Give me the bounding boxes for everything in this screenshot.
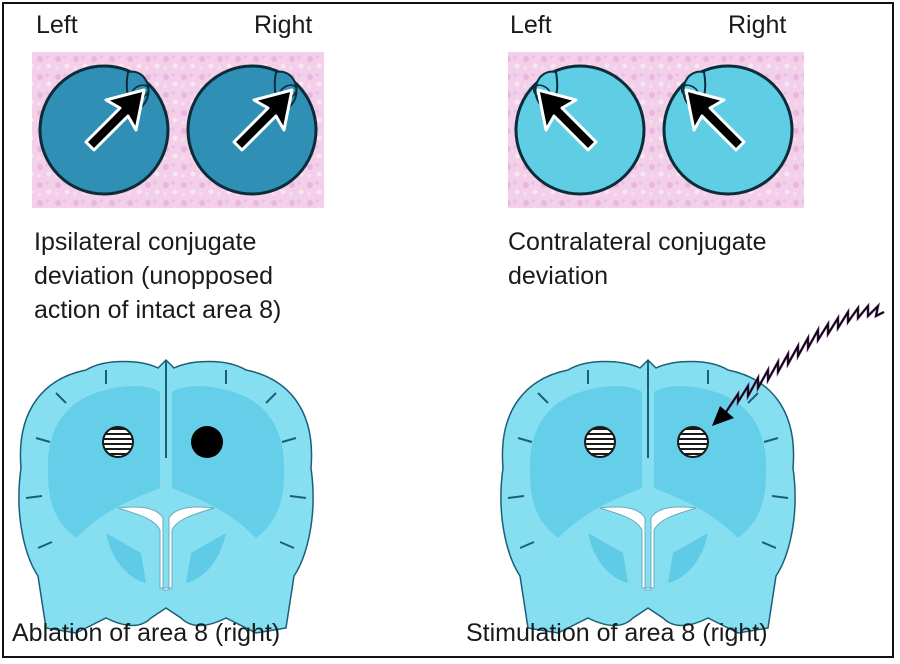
hatched-area-8-left: [102, 426, 134, 458]
eyes-contralateral-panel: [508, 52, 804, 208]
left-eye-contralateral: [514, 64, 646, 196]
brain-stimulation: [499, 359, 797, 634]
caption-line: deviation: [508, 262, 609, 290]
ipsilateral-caption: Ipsilateral conjugate deviation (unoppos…: [34, 225, 281, 327]
hatched-area-8-right: [677, 426, 709, 458]
hatched-area-8-left: [584, 426, 616, 458]
caption-line: Contralateral conjugate: [508, 228, 767, 256]
right-label: Right: [254, 11, 313, 39]
caption-line: action of intact area 8): [34, 296, 282, 324]
right-eye-contralateral: [662, 64, 794, 196]
eyes-ipsilateral-panel: [32, 52, 324, 208]
left-label: Left: [510, 11, 552, 39]
brain-ablation: [17, 359, 315, 634]
caption-line: Ipsilateral conjugate: [34, 228, 257, 256]
right-label: Right: [728, 11, 787, 39]
stimulation-caption: Stimulation of area 8 (right): [466, 619, 768, 647]
ablation-caption: Ablation of area 8 (right): [12, 619, 281, 647]
lesion-area-8-right: [191, 426, 223, 458]
right-eye-ipsilateral: [186, 64, 318, 196]
left-eye-ipsilateral: [38, 64, 170, 196]
left-label: Left: [36, 11, 78, 39]
contralateral-caption: Contralateral conjugate deviation: [508, 225, 767, 293]
caption-line: deviation (unopposed: [34, 262, 274, 290]
stimulation-zigzag-icon: [712, 302, 885, 426]
